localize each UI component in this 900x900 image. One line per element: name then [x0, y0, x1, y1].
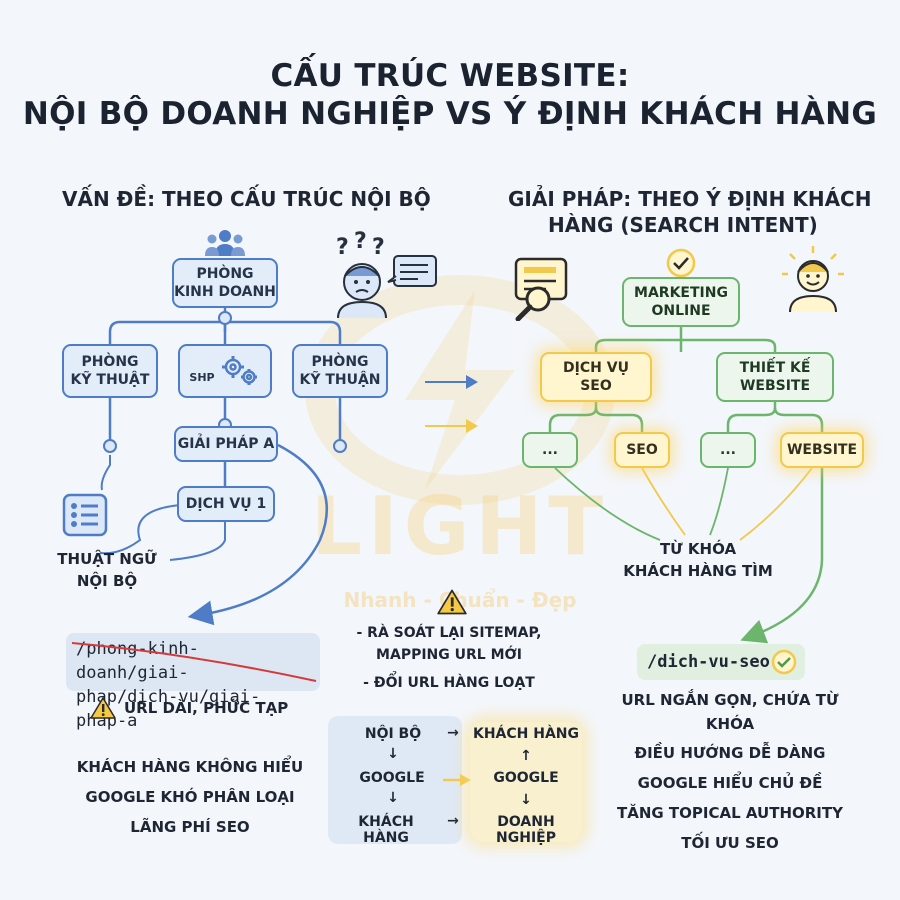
page-title-line2: NỘI BỘ DOANH NGHIỆP VS Ý ĐỊNH KHÁCH HÀNG	[22, 96, 878, 132]
benefit-list: ĐIỀU HƯỚNG DỄ DÀNG GOOGLE HIỂU CHỦ ĐỀ TĂ…	[600, 738, 860, 858]
flow-right-customer: KHÁCH HÀNG	[472, 726, 580, 742]
node-leaf-3-label: ...	[720, 442, 736, 458]
check-circle-icon	[771, 649, 797, 675]
keyword-label-line2: KHÁCH HÀNG TÌM	[623, 562, 773, 580]
node-shp: SHP	[178, 344, 272, 398]
node-sales-dept: PHÒNG KINH DOANH	[172, 258, 278, 308]
benefit-item-4: TỐI ƯU SEO	[681, 834, 779, 852]
jargon-label-line2: NỘI BỘ	[76, 572, 138, 590]
keyword-label-line1: TỪ KHÓA	[659, 540, 737, 558]
flow-comparison	[328, 716, 462, 844]
svg-text:?: ?	[372, 235, 385, 260]
benefit-item-2: GOOGLE HIỂU CHỦ ĐỀ	[637, 774, 823, 792]
flow-left-google: GOOGLE	[359, 770, 425, 786]
node-leaf-1-label: ...	[542, 442, 558, 458]
node-service-1-label: DỊCH VỤ 1	[185, 496, 267, 512]
node-solution-a: GIẢI PHÁP A	[174, 426, 278, 462]
manager-icon	[205, 230, 245, 256]
node-tech-dept-line2: KỸ THUẬT	[70, 372, 150, 388]
node-seo-service: DỊCH VỤ SEO	[540, 352, 652, 402]
document-list-icon	[62, 493, 108, 537]
node-web-design: THIẾT KẾ WEBSITE	[716, 352, 834, 402]
long-url-box: /phong-kinh-doanh/giai- phap/dich-vu/gia…	[66, 633, 320, 731]
node-marketing-online-line2: ONLINE	[651, 303, 711, 319]
node-leaf-1: ...	[522, 432, 578, 468]
node-leaf-seo: SEO	[614, 432, 670, 468]
right-heading-line1: GIẢI PHÁP: THEO Ý ĐỊNH KHÁCH	[508, 187, 872, 211]
node-marketing-online-line1: MARKETING	[634, 285, 728, 301]
node-marketing-online: MARKETING ONLINE	[622, 277, 740, 327]
svg-text:?: ?	[354, 230, 367, 254]
node-leaf-3: ...	[700, 432, 756, 468]
watermark-brand: LIGHT	[311, 480, 609, 573]
node-shp-label: SHP	[189, 371, 215, 384]
flow-right-arrow-1: ↑	[520, 748, 532, 764]
page-title-line1: CẤU TRÚC WEBSITE:	[270, 58, 630, 94]
flow-right-arrow-2: ↓	[520, 792, 532, 808]
node-web-design-line2: WEBSITE	[739, 378, 811, 394]
benefit-item-3: TĂNG TOPICAL AUTHORITY	[617, 804, 843, 822]
problem-item-1: KHÁCH HÀNG KHÔNG HIỂU	[76, 758, 304, 776]
flow-right-google: GOOGLE	[493, 770, 559, 786]
keyword-label: TỪ KHÓA KHÁCH HÀNG TÌM	[618, 538, 778, 582]
confused-user-icon: ? ? ?	[330, 229, 440, 320]
jargon-label: THUẬT NGỮ NỘI BỘ	[52, 548, 162, 592]
flow-left-internal: NỘI BỘ	[364, 726, 422, 742]
node-tech-dept: PHÒNG KỸ THUẬT	[62, 344, 158, 398]
url-warning-text: URL DÀI, PHỨC TẠP	[124, 699, 289, 717]
jargon-label-line1: THUẬT NGỮ	[57, 550, 157, 568]
flow-right-highlight	[470, 722, 582, 842]
action-list: - RÀ SOÁT LẠI SITEMAP, MAPPING URL MỚI -…	[340, 622, 558, 694]
url-warning: URL DÀI, PHỨC TẠP	[90, 696, 288, 720]
node-tech-dept-2-line1: PHÒNG	[311, 354, 369, 370]
action-item-3: - ĐỔI URL HÀNG LOẠT	[363, 675, 535, 691]
flow-left-customer: KHÁCH HÀNG	[358, 814, 414, 846]
node-sales-dept-line1: PHÒNG	[196, 266, 254, 282]
node-seo-service-line1: DỊCH VỤ	[563, 360, 629, 376]
flow-left-arrow-1: ↓	[387, 746, 399, 762]
node-seo-service-line2: SEO	[580, 378, 612, 394]
node-leaf-website-label: WEBSITE	[786, 442, 858, 458]
flow-right-business: DOANH NGHIỆP	[496, 814, 556, 846]
action-item-2: MAPPING URL MỚI	[376, 647, 522, 663]
node-service-1: DỊCH VỤ 1	[177, 486, 275, 522]
left-heading: VẤN ĐỀ: THEO CẤU TRÚC NỘI BỘ	[62, 187, 431, 211]
node-solution-a-label: GIẢI PHÁP A	[177, 436, 275, 452]
short-url-caption: URL NGẮN GỌN, CHỨA TỪ KHÓA	[621, 691, 839, 733]
watermark: LIGHT Nhanh - Chuẩn - Đẹp	[295, 270, 625, 630]
problem-item-3: LÃNG PHÍ SEO	[130, 818, 250, 836]
short-url-text: /dich-vu-seo	[647, 652, 770, 672]
search-document-icon	[514, 257, 568, 321]
node-tech-dept-line1: PHÒNG	[81, 354, 139, 370]
happy-user-icon	[782, 246, 844, 313]
right-heading-line2: HÀNG (SEARCH INTENT)	[548, 213, 818, 237]
benefit-item-1: ĐIỀU HƯỚNG DỄ DÀNG	[634, 744, 826, 762]
node-web-design-line1: THIẾT KẾ	[739, 360, 811, 376]
problem-list: KHÁCH HÀNG KHÔNG HIỂU GOOGLE KHÓ PHÂN LO…	[66, 752, 314, 842]
flow-arrow-bottom: →	[447, 813, 459, 829]
node-leaf-seo-label: SEO	[626, 442, 658, 458]
problem-item-2: GOOGLE KHÓ PHÂN LOẠI	[85, 788, 295, 806]
node-leaf-website: WEBSITE	[780, 432, 864, 468]
strikethrough-mark	[71, 642, 317, 682]
node-tech-dept-2-line2: KỸ THUẬN	[299, 372, 381, 388]
warning-icon	[90, 697, 116, 719]
short-url-box: /dich-vu-seo	[637, 644, 805, 680]
svg-text:?: ?	[336, 235, 349, 260]
node-tech-dept-2: PHÒNG KỸ THUẬN	[292, 344, 388, 398]
warning-icon-middle	[437, 589, 467, 615]
action-item-1: - RÀ SOÁT LẠI SITEMAP,	[356, 625, 542, 641]
flow-left-arrow-2: ↓	[387, 790, 399, 806]
flow-arrow-top: →	[447, 725, 459, 741]
flow-arrow-middle	[443, 774, 471, 786]
gears-icon	[221, 356, 257, 385]
check-badge-icon	[666, 248, 696, 278]
node-sales-dept-line2: KINH DOANH	[174, 284, 276, 300]
